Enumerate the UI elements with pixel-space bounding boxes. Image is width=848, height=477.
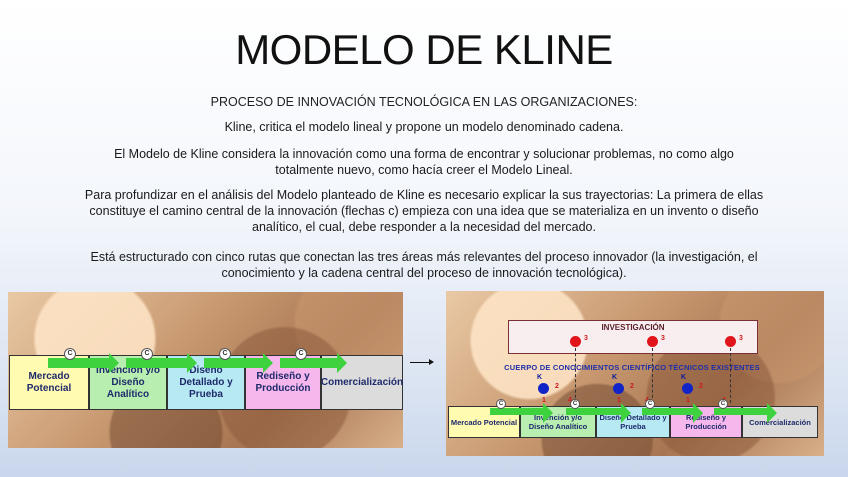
green-arrow-1: [48, 353, 119, 373]
linear-chain-diagram: Mercado Potencial Invención y/o Diseño A…: [8, 292, 403, 448]
green-arrow-right-4: [714, 403, 777, 423]
dashed-link-3: [730, 348, 731, 403]
paragraph-4: Está estructurado con cinco rutas que co…: [90, 250, 758, 280]
path-number-2c: 2: [699, 383, 703, 390]
research-dot-3: [725, 336, 736, 347]
knowledge-dot-3: [682, 383, 693, 394]
c-mark-4: C: [295, 348, 307, 360]
stage-mercado-potencial-right: Mercado Potencial: [448, 406, 520, 438]
paragraph-1: Kline, critica el modelo lineal y propon…: [224, 120, 624, 134]
path-number-2b: 2: [630, 383, 634, 390]
path-number-3c: 3: [739, 335, 743, 342]
path-number-4a: 4: [568, 397, 572, 404]
c-mark-1: C: [64, 348, 76, 360]
green-arrow-right-3: [642, 403, 703, 423]
knowledge-dot-1: [538, 383, 549, 394]
path-number-3a: 3: [584, 335, 588, 342]
green-arrow-2: [126, 353, 197, 373]
research-dot-1: [570, 336, 581, 347]
c-mark-right-4: C: [718, 399, 728, 409]
path-number-1b: 1: [617, 397, 621, 404]
green-arrow-3: [204, 353, 273, 373]
path-number-2a: 2: [555, 383, 559, 390]
path-number-3b: 3: [661, 335, 665, 342]
paragraph-2: El Modelo de Kline considera la innovaci…: [114, 147, 734, 177]
c-mark-2: C: [141, 348, 153, 360]
research-dot-2: [647, 336, 658, 347]
dashed-link-2: [652, 348, 653, 403]
investigacion-box: INVESTIGACIÓN: [508, 320, 758, 354]
slide-subtitle: PROCESO DE INNOVACIÓN TECNOLÓGICA EN LAS…: [210, 95, 638, 109]
k-label-3: K: [681, 374, 687, 381]
k-label-1: K: [537, 374, 543, 381]
green-arrow-right-2: [566, 403, 631, 423]
path-number-1a: 1: [542, 397, 546, 404]
c-mark-right-3: C: [645, 399, 655, 409]
transition-arrow-icon: [410, 359, 434, 365]
paragraph-3: Para profundizar en el análisis del Mode…: [84, 188, 764, 234]
c-mark-right-1: C: [496, 399, 506, 409]
slide-title: MODELO DE KLINE: [235, 26, 613, 73]
kline-chain-diagram: INVESTIGACIÓN CUERPO DE CONOCIMIENTOS CI…: [446, 291, 824, 456]
green-arrow-4: [280, 353, 347, 373]
c-mark-3: C: [219, 348, 231, 360]
green-arrow-right-1: [490, 403, 553, 423]
knowledge-dot-2: [613, 383, 624, 394]
path-number-1c: 1: [686, 397, 690, 404]
k-label-2: K: [612, 374, 618, 381]
knowledge-label: CUERPO DE CONOCIMIENTOS CIENTÍFICO TÉCNI…: [504, 363, 760, 372]
c-mark-right-2: C: [570, 399, 580, 409]
dashed-link-1: [575, 348, 576, 403]
